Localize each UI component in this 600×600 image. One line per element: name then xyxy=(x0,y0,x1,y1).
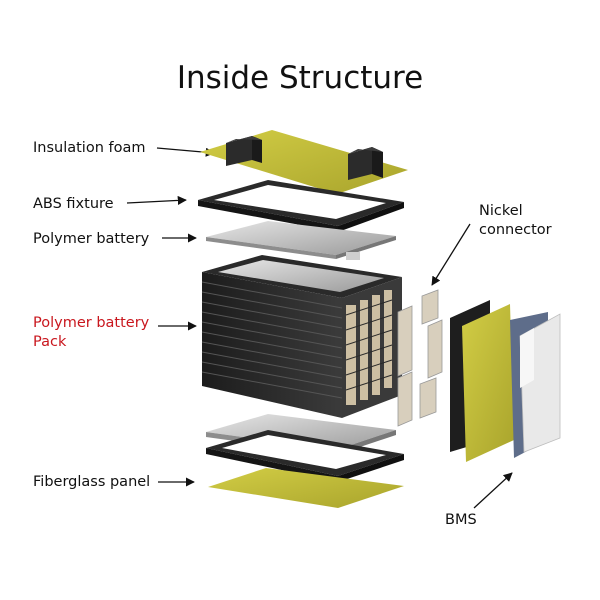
diagram-title: Inside Structure xyxy=(176,60,424,96)
nickel-connector-part xyxy=(397,289,443,427)
insulation-foam-part xyxy=(200,130,408,194)
leader-arrows xyxy=(126,147,513,509)
battery-pack-part xyxy=(201,255,402,418)
bms-part xyxy=(450,300,561,462)
fiberglass-panel-part xyxy=(208,468,404,508)
arrow-nickel-connector xyxy=(431,223,471,286)
arrow-bms xyxy=(473,472,513,509)
abs-fixture-part xyxy=(198,180,404,232)
label-insulation-foam: Insulation foam xyxy=(33,140,146,156)
label-nickel-connector: Nickel connector xyxy=(479,202,552,240)
polymer-battery-part xyxy=(206,221,396,260)
label-battery-pack-line1: Polymer battery xyxy=(33,315,150,331)
label-battery-pack: Polymer battery Pack xyxy=(33,314,149,352)
label-nickel-line1: Nickel xyxy=(479,203,523,219)
label-bms: BMS xyxy=(445,512,477,528)
label-fiberglass-panel: Fiberglass panel xyxy=(33,474,151,490)
label-battery-pack-line2: Pack xyxy=(33,334,67,350)
label-nickel-line2: connector xyxy=(479,222,552,238)
label-abs-fixture: ABS fixture xyxy=(33,196,114,212)
label-polymer-battery: Polymer battery xyxy=(33,231,150,247)
arrow-abs-fixture xyxy=(126,195,187,205)
